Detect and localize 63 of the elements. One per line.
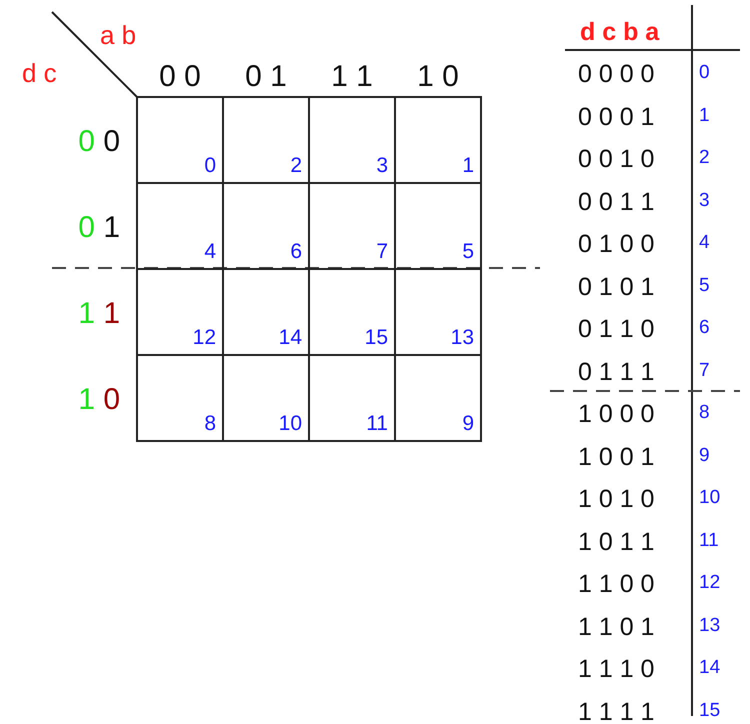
- binary-value: 0 1 1 0: [578, 317, 654, 342]
- column-header: 1 0: [417, 62, 459, 92]
- binary-value: 1 0 1 1: [578, 530, 654, 554]
- index-number: 10: [699, 488, 720, 507]
- row-header: 1 1: [78, 299, 120, 329]
- binary-value: 1 0 0 1: [578, 444, 654, 470]
- cell-number: 13: [450, 327, 474, 348]
- row-header: 0 1: [78, 213, 120, 243]
- index-number: 6: [699, 318, 710, 337]
- index-number: 2: [699, 148, 710, 167]
- index-number: 0: [699, 63, 710, 82]
- binary-value: 0 1 0 0: [578, 232, 654, 257]
- cell-number: 15: [364, 327, 388, 348]
- binary-value: 0 1 0 1: [578, 274, 654, 300]
- binary-value: 1 1 1 0: [578, 657, 654, 682]
- map-cell: [136, 96, 224, 184]
- column-header: 1 1: [331, 62, 373, 92]
- column-header: 0 0: [159, 62, 201, 92]
- binary-value: 1 1 0 0: [578, 572, 654, 597]
- table-header: d c b a: [580, 20, 660, 45]
- binary-value: 1 0 1 0: [578, 487, 654, 512]
- index-number: 8: [699, 403, 710, 422]
- binary-value: 0 0 1 1: [578, 190, 654, 214]
- cell-number: 3: [376, 155, 388, 176]
- variable-label: d c: [22, 60, 57, 86]
- binary-value: 0 0 0 0: [578, 62, 654, 87]
- binary-value: 0 0 1 0: [578, 147, 654, 172]
- binary-value: 1 0 0 0: [578, 402, 654, 427]
- row-header: 1 0: [78, 385, 120, 415]
- map-cell: [136, 354, 224, 442]
- index-number: 12: [699, 573, 720, 592]
- map-cell: [394, 354, 482, 442]
- index-number: 13: [699, 616, 720, 634]
- binary-value: 1 1 1 1: [578, 700, 654, 724]
- row-header: 0 0: [78, 127, 120, 157]
- index-number: 14: [699, 658, 720, 677]
- binary-value: 1 1 0 1: [578, 614, 654, 640]
- cell-number: 2: [290, 155, 302, 176]
- cell-number: 6: [290, 241, 302, 262]
- index-number: 1: [699, 106, 710, 124]
- index-number: 3: [699, 190, 710, 210]
- binary-value: 0 1 1 1: [578, 360, 654, 384]
- index-number: 11: [699, 530, 719, 550]
- index-number: 4: [699, 233, 710, 252]
- variable-label: a b: [100, 22, 136, 48]
- cell-number: 9: [462, 413, 474, 434]
- cell-number: 0: [204, 155, 216, 176]
- cell-number: 1: [462, 155, 474, 176]
- cell-number: 14: [278, 327, 302, 348]
- cell-number: 12: [192, 327, 216, 348]
- index-number: 9: [699, 446, 710, 464]
- cell-number: 8: [204, 413, 216, 434]
- cell-number: 4: [204, 241, 216, 262]
- index-number: 7: [699, 360, 710, 380]
- map-cell: [394, 96, 482, 184]
- cell-number: 10: [278, 413, 302, 434]
- column-header: 0 1: [245, 62, 287, 92]
- cell-number: 5: [462, 241, 474, 262]
- index-number: 5: [699, 276, 710, 294]
- cell-number: 11: [366, 413, 388, 434]
- index-number: 15: [699, 700, 720, 720]
- binary-value: 0 0 0 1: [578, 104, 654, 130]
- cell-number: 7: [376, 241, 388, 262]
